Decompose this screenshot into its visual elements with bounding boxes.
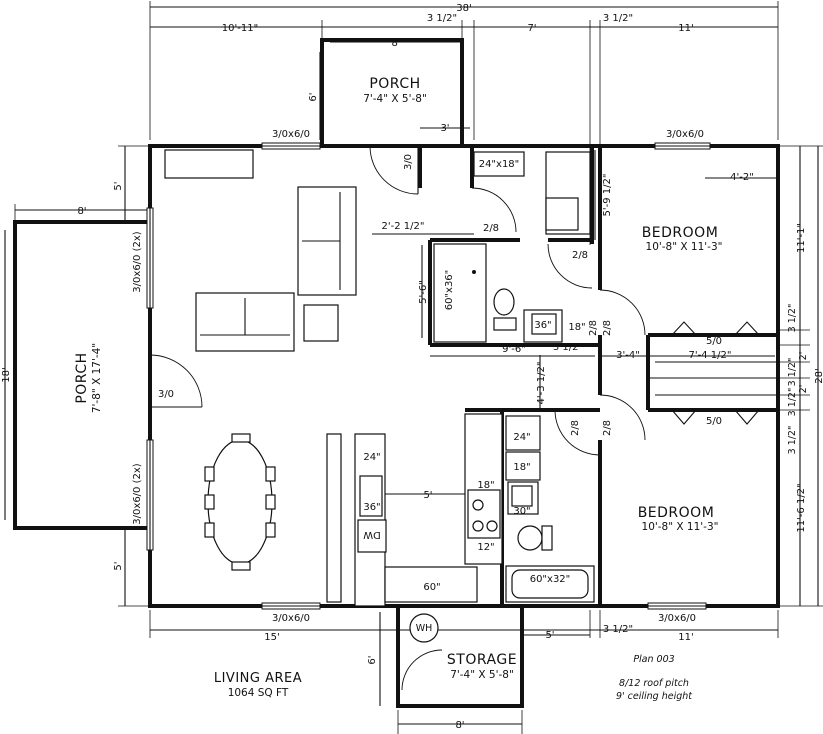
- porch-top-name: PORCH: [369, 76, 420, 92]
- porch-left-size: 7'-8" X 17'-4": [91, 343, 103, 413]
- window-bottom-right-label: 3/0x6/0: [658, 613, 696, 624]
- fixture-24-label: 24": [513, 432, 530, 443]
- fixture-18b-label: 18": [477, 480, 494, 491]
- water-heater-label: WH: [416, 623, 433, 634]
- dim-top-right: 11': [678, 23, 693, 34]
- plan-number: Plan 003: [633, 654, 674, 665]
- sink-label: 36": [534, 320, 551, 331]
- window-left-bottom-label: 3/0x6/0 (2x): [132, 463, 143, 524]
- room-labels: PORCH 7'-4" X 5'-8" PORCH 7'-8" X 17'-4"…: [74, 76, 722, 681]
- dim-storage-offset: 5': [545, 630, 554, 641]
- dim-storage-width: 8': [455, 720, 464, 731]
- living-area-title: LIVING AREA: [214, 671, 302, 686]
- dim-bottom-gap: 3 1/2": [603, 624, 633, 635]
- storage-size: 7'-4" X 5'-8": [450, 669, 514, 681]
- porch-left-name: PORCH: [74, 352, 90, 403]
- opening-labels: 3/0x6/0 3/0x6/0 3/0x6/0 3/0x6/0 3/0x6/0 …: [132, 129, 722, 634]
- dim-bedroom-closet: 7'-4 1/2": [689, 350, 732, 361]
- dim-porch-top-width: 8': [391, 38, 400, 49]
- walls: [13, 38, 780, 708]
- dim-closet-depth: 5'-9 1/2": [602, 174, 613, 217]
- dim-kitchen-island: 5': [423, 490, 432, 501]
- dim-top-gap-right: 3 1/2": [603, 13, 633, 24]
- dim-right-gap-e: 3 1/2": [787, 388, 798, 417]
- dim-bottom-left: 15': [264, 632, 279, 643]
- dim-closet-gap: 3 1/2": [553, 342, 583, 353]
- door-bath2-label: 2/8: [570, 420, 581, 436]
- dishwasher-label: DW: [363, 529, 381, 540]
- doors: [149, 145, 760, 691]
- porch-top-size: 7'-4" X 5'-8": [363, 93, 427, 105]
- tub-label: 60"x32": [530, 574, 571, 585]
- dim-hall-closet: 3'-4": [616, 350, 640, 361]
- dim-hall-width: 2'-2 1/2": [382, 221, 425, 232]
- fixtures: [164, 149, 595, 643]
- dim-bath-depth: 5'-6": [418, 280, 429, 304]
- dim-top-gap-left: 3 1/2": [427, 13, 457, 24]
- dimension-texts: 38' 10'-11" 3 1/2" 7' 3 1/2" 11' 8' 6' 3…: [1, 3, 823, 731]
- dim-top-middle: 7': [527, 23, 536, 34]
- bedroom-bottom-size: 10'-8" X 11'-3": [642, 521, 719, 533]
- dim-storage-depth: 6': [367, 655, 378, 664]
- window-top-right-label: 3/0x6/0: [666, 129, 704, 140]
- dim-left-overall: 18': [1, 367, 12, 382]
- window-left-top-label: 3/0x6/0 (2x): [132, 231, 143, 292]
- fixture-12-label: 12": [477, 542, 494, 553]
- dim-kitchen-depth: 4'-3 1/2": [536, 362, 547, 405]
- dim-overall-width: 38': [456, 3, 471, 14]
- dim-right-gap-a: 3 1/2": [787, 304, 798, 333]
- dim-left-top-offset: 5': [113, 181, 124, 190]
- windows: [146, 142, 711, 610]
- shower-label: 60"x36": [444, 270, 455, 311]
- dim-bath-width: 9'-6": [502, 344, 526, 355]
- fixture-30-label: 30": [513, 506, 530, 517]
- dim-right-gap-c: 2': [798, 352, 809, 361]
- dim-top-left: 10'-11": [222, 23, 258, 34]
- dim-bottom-right: 11': [678, 632, 693, 643]
- dim-right-gap-f: 3 1/2": [787, 426, 798, 455]
- vanity-side-label: 18": [568, 322, 585, 333]
- window-top-left-label: 3/0x6/0: [272, 129, 310, 140]
- dim-right-offset: 4'-2": [730, 172, 754, 183]
- dim-porch-top-depth: 6': [308, 92, 319, 101]
- notes: LIVING AREA 1064 SQ FT Plan 003 8/12 roo…: [214, 654, 693, 702]
- door-bed-top-label: 2/8: [602, 320, 613, 336]
- fixture-18a-label: 18": [513, 462, 530, 473]
- dim-left-porch-width: 8': [77, 206, 86, 217]
- door-bath-label: 2/8: [572, 250, 588, 261]
- storage-name: STORAGE: [447, 652, 517, 668]
- closet-door-top-label: 5/0: [706, 336, 722, 347]
- bedroom-top-size: 10'-8" X 11'-3": [646, 241, 723, 253]
- dim-right-top: 11'-1": [796, 223, 807, 253]
- ceiling-height-note: 9' ceiling height: [616, 691, 693, 702]
- bedroom-top-name: BEDROOM: [642, 225, 719, 241]
- door-porch-label: 3/0: [403, 154, 414, 170]
- door-bed-bottom-label: 2/8: [602, 420, 613, 436]
- dim-porch-door-offset: 3': [440, 123, 449, 134]
- door-left-label: 3/0: [158, 389, 174, 400]
- dim-left-bottom-offset: 5': [113, 561, 124, 570]
- fixture-60-label: 60": [423, 582, 440, 593]
- living-area-sqft: 1064 SQ FT: [228, 687, 289, 699]
- door-bath3-label: 2/8: [588, 320, 599, 336]
- dim-right-bottom: 11'-6 1/2": [796, 483, 807, 532]
- door-hall-label: 2/8: [483, 223, 499, 234]
- dim-right-gap-d: 2': [798, 385, 809, 394]
- dim-right-gap-b: 3 1/2": [787, 358, 798, 387]
- closet-door-bottom-label: 5/0: [706, 416, 722, 427]
- dim-right-overall: 28': [814, 368, 823, 383]
- island-36-label: 36": [363, 502, 380, 513]
- bedroom-bottom-name: BEDROOM: [638, 505, 715, 521]
- roof-pitch-note: 8/12 roof pitch: [619, 678, 689, 689]
- window-bottom-left-label: 3/0x6/0: [272, 613, 310, 624]
- laundry-label: 24"x18": [479, 159, 520, 170]
- island-24-label: 24": [363, 452, 380, 463]
